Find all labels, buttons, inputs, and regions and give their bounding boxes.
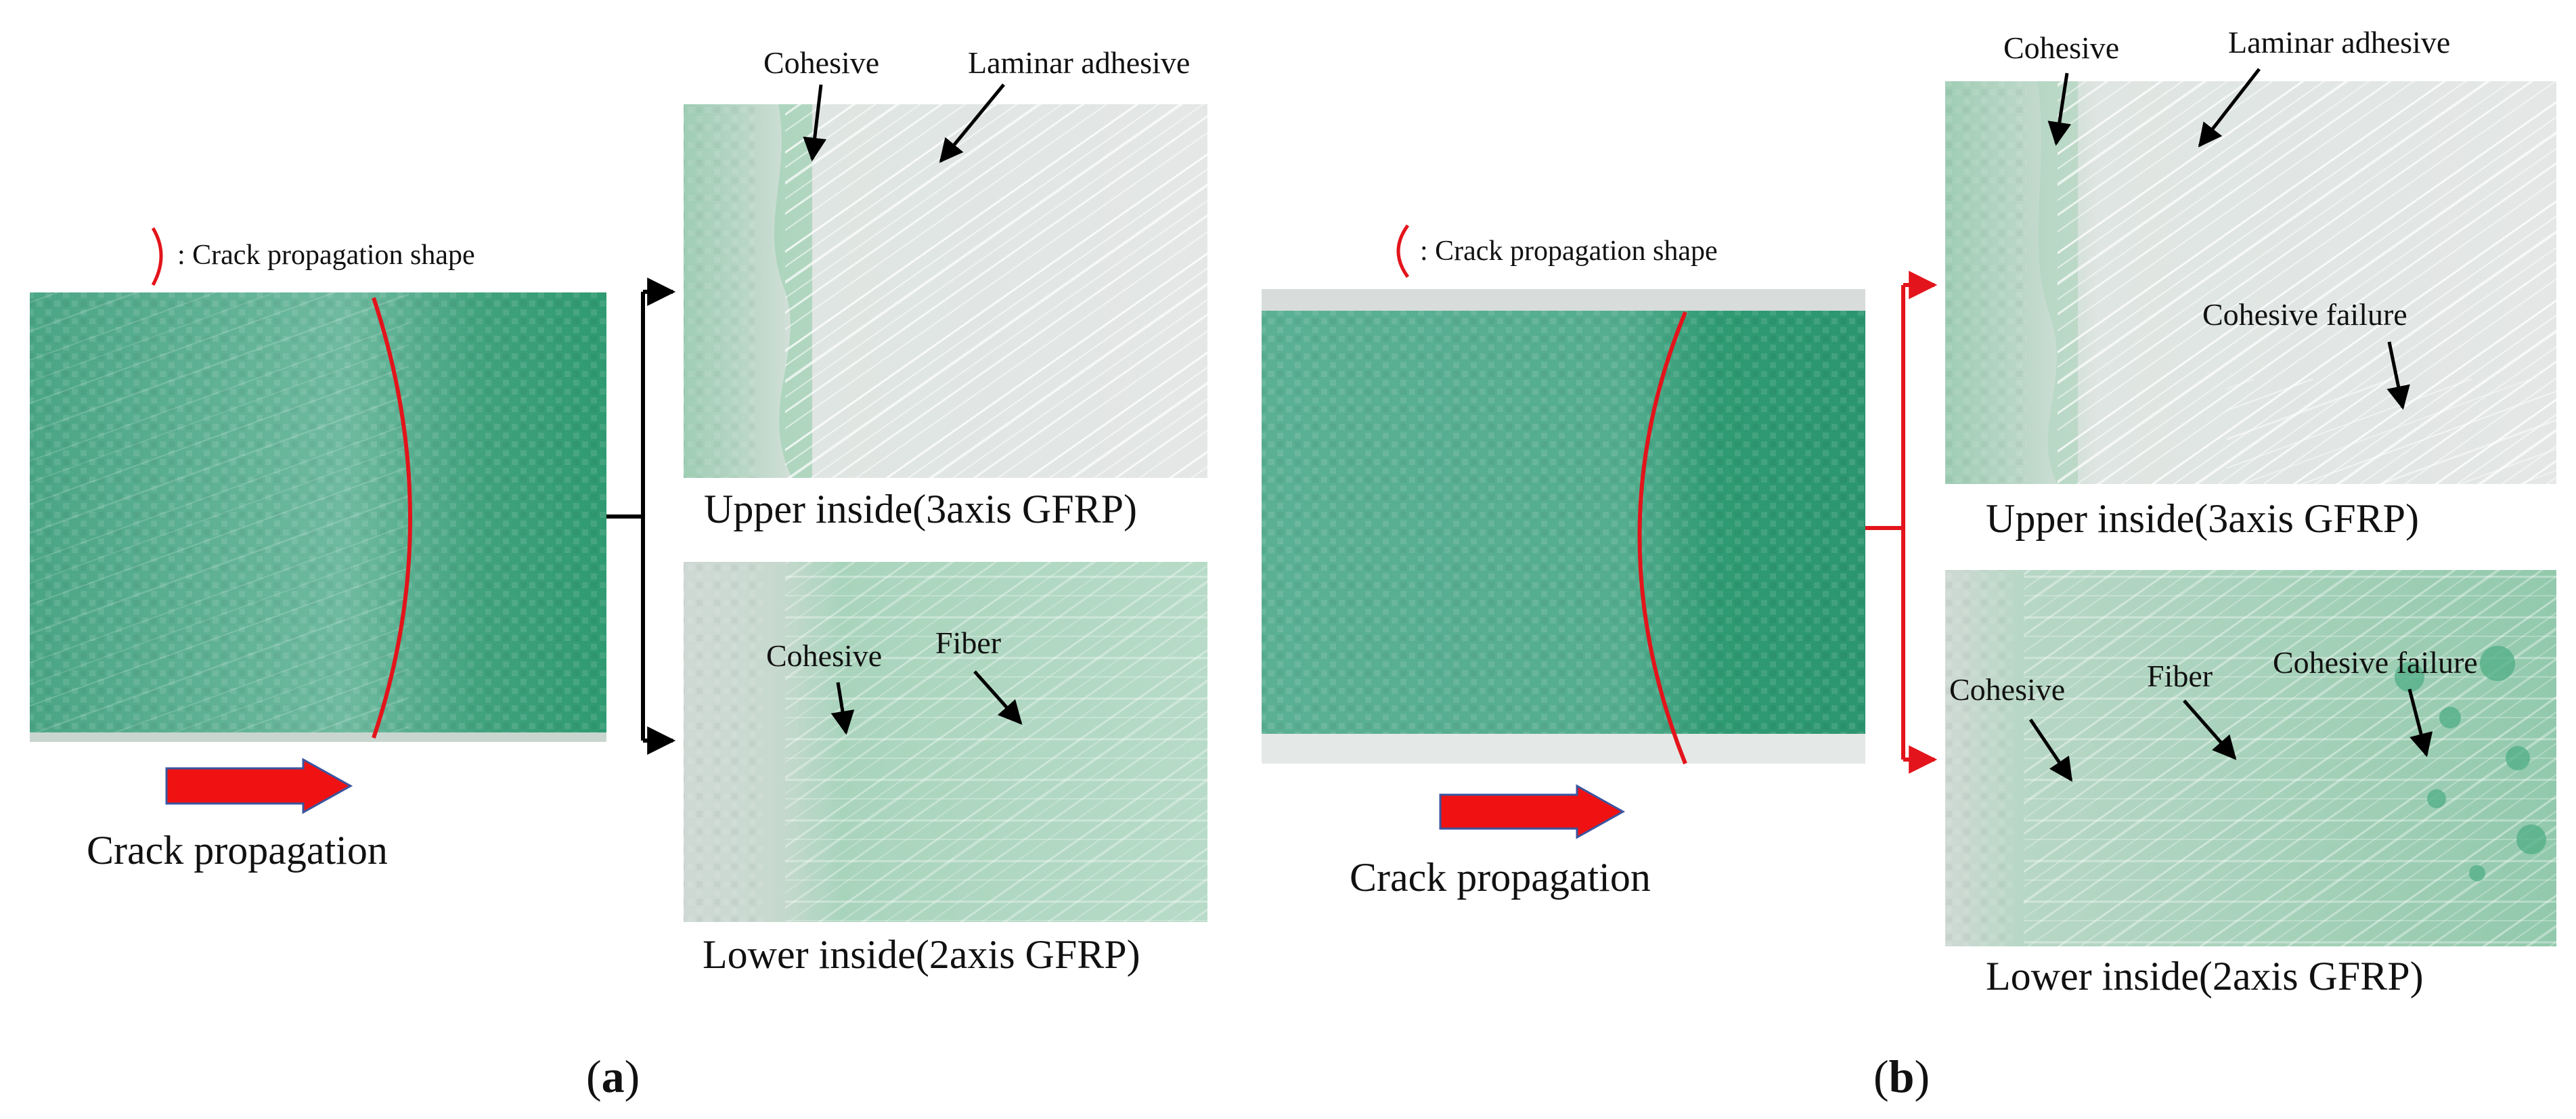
arrow-laminar-upper-a — [939, 83, 1005, 163]
annotation-cohesive-upper-a: Cohesive — [763, 45, 880, 80]
annotation-cohesive-failure-upper-b: Cohesive failure — [2202, 297, 2407, 332]
arrow-cohesive-lower-b — [2028, 718, 2073, 782]
arrow-fiber-lower-a — [973, 670, 1023, 725]
caption-upper-a: Upper inside(3axis GFRP) — [704, 487, 1137, 531]
connector-a — [606, 278, 676, 755]
panel-label-b: (b) — [1873, 1051, 1930, 1102]
annotation-laminar-upper-b: Laminar adhesive — [2228, 25, 2451, 60]
panel-a — [30, 83, 1207, 922]
upper-photo-a — [684, 104, 1207, 478]
annotation-cohesive-upper-b: Cohesive — [2003, 30, 2120, 65]
connector-b — [1865, 271, 1938, 774]
legend-text-b: : Crack propagation shape — [1420, 236, 1718, 267]
arrow-fiber-lower-b — [2183, 699, 2237, 760]
annotation-fiber-lower-b: Fiber — [2147, 659, 2213, 693]
caption-lower-b: Lower inside(2axis GFRP) — [1986, 954, 2424, 999]
lower-photo-a — [684, 562, 1207, 922]
annotation-cohesive-failure-lower-b: Cohesive failure — [2273, 645, 2478, 680]
specimen-photo-a — [30, 292, 606, 742]
panel-label-a: (a) — [586, 1051, 640, 1102]
arrow-caption-b: Crack propagation — [1350, 855, 1651, 900]
arrow-cohesive-failure-upper-b — [2386, 341, 2410, 410]
legend-crack-symbol-b — [1396, 224, 1410, 278]
legend-crack-symbol-a — [151, 227, 163, 286]
crack-propagation-arrow-b — [1439, 784, 1626, 839]
annotation-cohesive-lower-b: Cohesive — [1949, 672, 2066, 707]
arrow-cohesive-failure-lower-b — [2407, 688, 2433, 758]
lower-photo-b — [1945, 570, 2556, 946]
arrow-caption-a: Crack propagation — [87, 828, 388, 873]
arrow-cohesive-lower-a — [830, 682, 855, 735]
caption-upper-b: Upper inside(3axis GFRP) — [1986, 496, 2419, 541]
specimen-photo-b — [1262, 289, 1865, 764]
crack-propagation-arrow-a — [165, 758, 353, 814]
arrow-laminar-upper-b — [2198, 68, 2261, 148]
legend-text-a: : Crack propagation shape — [177, 240, 475, 271]
panel-b — [1262, 68, 2556, 946]
crack-front-line-b — [1637, 311, 1687, 765]
annotation-fiber-lower-a: Fiber — [935, 626, 1002, 660]
upper-photo-b — [1945, 81, 2556, 484]
crack-front-line-a — [372, 297, 412, 739]
caption-lower-a: Lower inside(2axis GFRP) — [703, 932, 1140, 977]
arrow-cohesive-upper-a — [803, 84, 827, 162]
arrow-cohesive-upper-b — [2047, 72, 2072, 146]
annotation-cohesive-lower-a: Cohesive — [766, 638, 883, 673]
annotation-laminar-upper-a: Laminar adhesive — [968, 45, 1191, 80]
